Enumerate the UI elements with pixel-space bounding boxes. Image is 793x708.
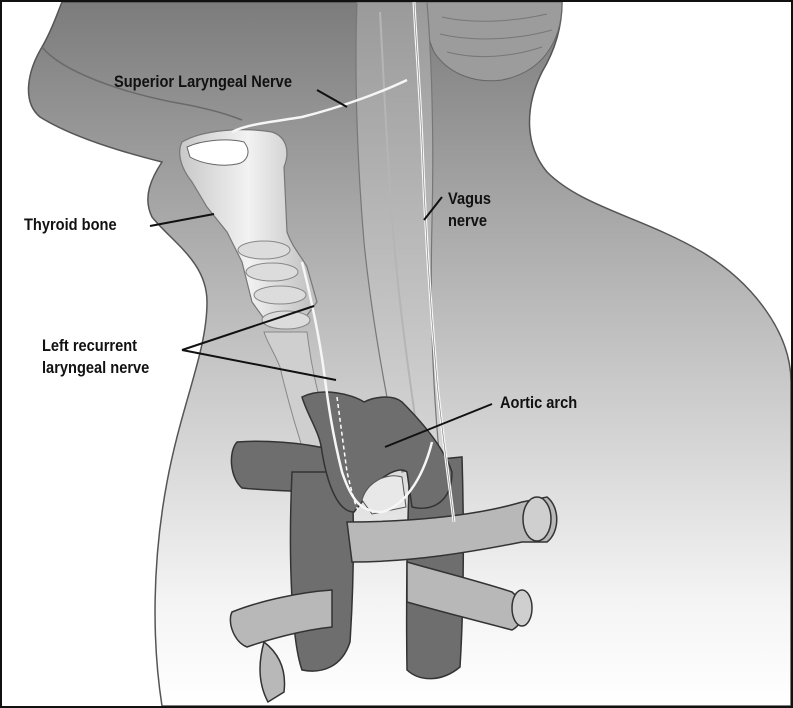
label-aortic-arch: Aortic arch (500, 392, 577, 414)
label-left-recurrent-line1: Left recurrent (42, 335, 149, 357)
label-left-recurrent-laryngeal-nerve: Left recurrent laryngeal nerve (42, 335, 149, 379)
vessel-opening (523, 497, 551, 541)
label-thyroid-bone: Thyroid bone (24, 214, 117, 236)
label-vagus-nerve: Vagus nerve (448, 188, 491, 232)
label-vagus-nerve-line1: Vagus (448, 188, 491, 210)
label-superior-laryngeal-nerve: Superior Laryngeal Nerve (114, 71, 292, 93)
label-left-recurrent-line2: laryngeal nerve (42, 357, 149, 379)
label-vagus-nerve-line2: nerve (448, 210, 491, 232)
vessel-opening-2 (512, 590, 532, 626)
